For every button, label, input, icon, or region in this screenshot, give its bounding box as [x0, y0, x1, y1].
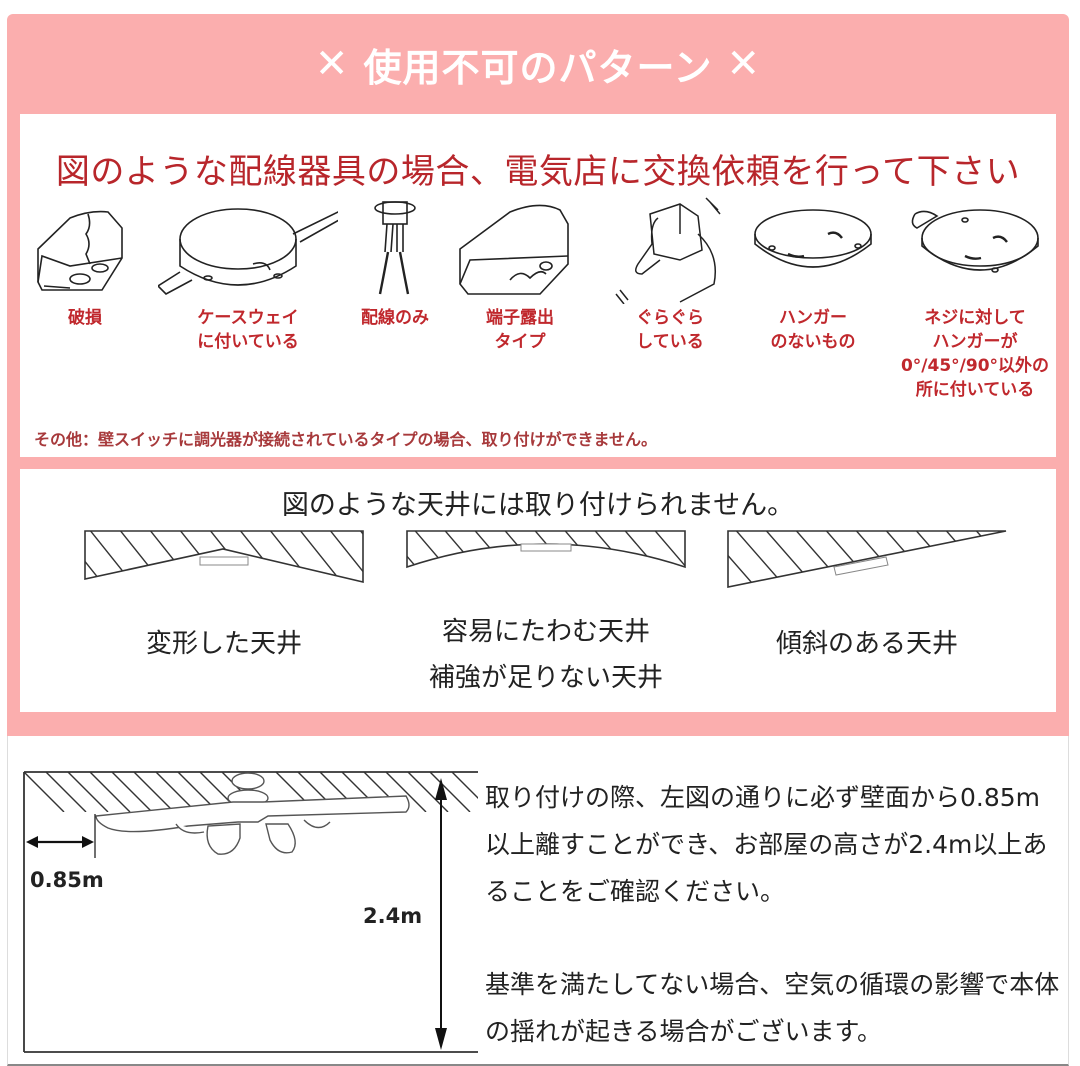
ceiling-label: 変形した天井: [145, 629, 302, 659]
sagging-ceiling-icon: [406, 530, 686, 569]
ceiling-label: 容易にたわむ天井 補強が足りない天井: [428, 617, 663, 693]
installation-requirements: 0.85m 2.4m 取り付けの際、左図の通りに必ず壁面から0.85m以上離すこ…: [7, 736, 1069, 1066]
installation-instructions: 取り付けの際、左図の通りに必ず壁面から0.85m以上離すことができ、お部屋の高さ…: [485, 774, 1065, 1066]
misaligned-hanger-plate-icon: [911, 209, 1039, 273]
instruction-paragraph: 取り付けの際、左図の通りに必ず壁面から0.85m以上離すことができ、お部屋の高さ…: [485, 783, 1048, 906]
wobbly-hand-icon: [615, 197, 721, 304]
fixture-label: ぐらぐら している: [636, 308, 704, 352]
caseway-box-icon: [158, 208, 338, 295]
deformed-ceiling-icon: [84, 530, 364, 584]
fixture-item: ぐらぐら している: [610, 194, 730, 354]
room-height-label: 2.4m: [363, 904, 423, 928]
fixture-item: ネジに対して ハンガーが 0°/45°/90°以外の 所に付いている: [890, 194, 1060, 402]
fixture-label: ハンガー のないもの: [770, 308, 856, 352]
fixture-item: 端子露出 タイプ: [450, 194, 590, 354]
wiring-fixtures-card: 図のような配線器具の場合、電気店に交換依頼を行って下さい 破損: [20, 114, 1056, 457]
fixture-label: 端子露出 タイプ: [486, 308, 554, 352]
ceiling-fan-clearance-diagram: [23, 771, 478, 1053]
exposed-terminal-icon: [459, 204, 569, 295]
banner: ✕ 使用不可のパターン ✕: [7, 14, 1069, 114]
fixture-label: 破損: [68, 308, 102, 328]
x-mark-icon: ✕: [726, 41, 762, 87]
ceiling-types-card: 図のような天井には取り付けられません。 変形した天井: [20, 469, 1056, 712]
wiring-heading: 図のような配線器具の場合、電気店に交換依頼を行って下さい: [55, 152, 1021, 192]
ceiling-heading: 図のような天井には取り付けられません。: [281, 490, 795, 521]
fixture-item: ハンガー のないもの: [748, 194, 878, 354]
damaged-box-icon: [37, 210, 123, 291]
fixture-label: ネジに対して ハンガーが 0°/45°/90°以外の 所に付いている: [900, 308, 1050, 400]
ceiling-label: 傾斜のある天井: [775, 629, 958, 659]
fixture-label: 配線のみ: [361, 308, 429, 328]
sloped-ceiling-icon: [727, 530, 1007, 588]
dimmer-note: その他：壁スイッチに調光器が接続されているタイプの場合、取り付けができません。: [34, 430, 658, 449]
fixture-list: 破損 ケースウェイ に付いている: [20, 194, 1056, 414]
unusable-patterns-panel: ✕ 使用不可のパターン ✕ 図のような配線器具の場合、電気店に交換依頼を行って下…: [7, 14, 1069, 736]
fixture-label: ケースウェイ に付いている: [197, 308, 299, 352]
wall-distance-label: 0.85m: [30, 868, 104, 892]
fixture-item: 破損: [30, 194, 140, 330]
instruction-paragraph: 基準を満たしてない場合、空気の循環の影響で本体の揺れが起きる場合がございます。: [485, 970, 1060, 1046]
fixture-item: 配線のみ: [350, 194, 440, 330]
no-hanger-plate-icon: [754, 209, 872, 268]
wires-only-icon: [374, 201, 416, 295]
x-mark-icon: ✕: [314, 41, 350, 87]
banner-title: 使用不可のパターン: [363, 45, 713, 90]
fixture-item: ケースウェイ に付いている: [158, 194, 338, 354]
